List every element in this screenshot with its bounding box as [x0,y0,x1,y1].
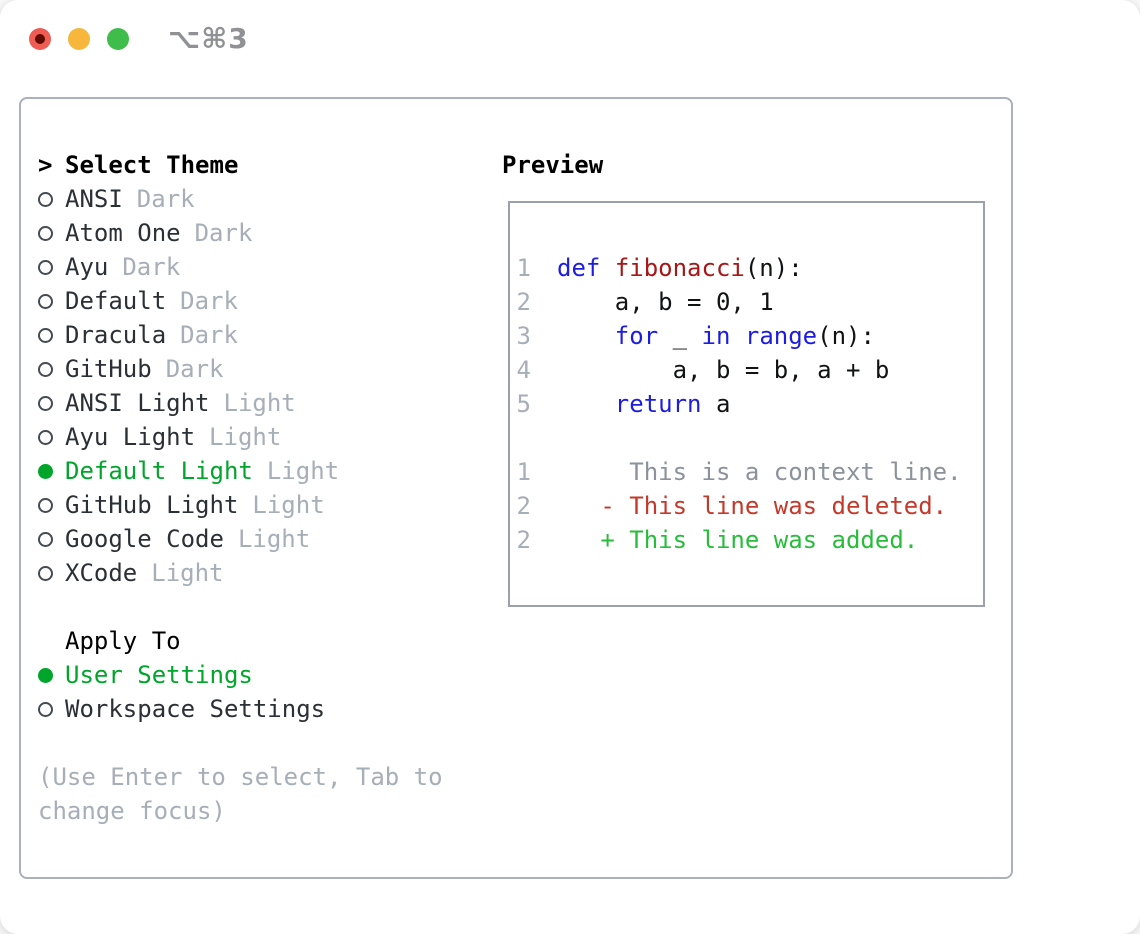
theme-item-default-light[interactable]: Default Light Light [38,454,443,488]
radio-unselected-icon [38,293,53,309]
radio-unselected-icon [38,191,53,207]
apply-option-workspace-settings[interactable]: Workspace Settings [38,692,443,726]
radio-unselected-icon [38,429,53,445]
spacer [38,590,443,624]
close-button[interactable] [29,28,51,50]
minimize-button[interactable] [68,28,90,50]
line-number: 2 [516,492,531,520]
radio-unselected-icon [38,327,53,343]
theme-variant-badge: Light [209,423,282,451]
blank-line [516,557,983,591]
radio-unselected-icon [38,259,53,275]
zoom-button[interactable] [107,28,129,50]
line-number: 3 [516,322,531,350]
theme-item-label: ANSI Light [65,389,210,417]
titlebar: ⌥⌘3 [0,0,1140,78]
theme-item-label: Ayu Light [65,423,196,451]
theme-item-label: Default [65,287,167,315]
diff-line-deleted: 2 - This line was deleted. [516,489,983,523]
radio-selected-icon [38,463,53,479]
line-number: 1 [516,458,531,486]
theme-variant-badge: Dark [194,219,253,247]
theme-variant-badge: Dark [165,355,224,383]
theme-item-label: Dracula [65,321,167,349]
theme-item-label: GitHub Light [65,491,239,519]
code-line-3: 3 for _ in range(n): [516,319,983,353]
theme-item-ayu-light[interactable]: Ayu Light Light [38,420,443,454]
code-line-5: 5 return a [516,387,983,421]
blank-line [516,421,983,455]
radio-unselected-icon [38,565,53,581]
select-theme-header: > Select Theme [38,148,443,182]
radio-unselected-icon [38,701,53,717]
theme-variant-badge: Light [223,389,296,417]
diff-line-added: 2 + This line was added. [516,523,983,557]
diff-line-context: 1 This is a context line. [516,455,983,489]
apply-option-label: User Settings [65,661,253,689]
apply-option-user-settings[interactable]: User Settings [38,658,443,692]
spacer [38,726,443,760]
theme-item-label: Default Light [65,457,253,485]
theme-item-ayu[interactable]: Ayu Dark [38,250,443,284]
radio-unselected-icon [38,361,53,377]
theme-item-ansi-light[interactable]: ANSI Light Light [38,386,443,420]
theme-item-label: GitHub [65,355,152,383]
theme-item-label: XCode [65,559,138,587]
cursor-arrow-icon: > [38,151,53,179]
theme-item-atom-one[interactable]: Atom One Dark [38,216,443,250]
theme-item-label: Google Code [65,525,224,553]
theme-item-ansi[interactable]: ANSI Dark [38,182,443,216]
preview-heading: Preview [502,151,604,179]
theme-variant-badge: Light [237,525,311,553]
theme-item-dracula[interactable]: Dracula Dark [38,318,443,352]
window-title: ⌥⌘3 [168,22,249,55]
theme-variant-badge: Dark [180,321,238,349]
theme-item-github-light[interactable]: GitHub Light Light [38,488,443,522]
theme-item-github[interactable]: GitHub Dark [38,352,443,386]
theme-variant-badge: Light [151,559,224,587]
radio-unselected-icon [38,395,53,411]
theme-variant-badge: Dark [180,287,238,315]
apply-to-header: Apply To [38,624,443,658]
footer-hint-line2: change focus) [38,797,226,825]
line-number: 5 [516,390,531,418]
radio-unselected-icon [38,531,53,547]
theme-variant-badge: Light [266,457,340,485]
theme-item-google-code[interactable]: Google Code Light [38,522,443,556]
record-dot-icon [35,34,45,44]
theme-variant-badge: Light [252,491,325,519]
blank-line [516,217,983,251]
theme-item-xcode[interactable]: XCode Light [38,556,443,590]
radio-selected-icon [38,667,53,683]
line-number: 4 [516,356,531,384]
apply-to-title: Apply To [65,627,181,655]
theme-item-default[interactable]: Default Dark [38,284,443,318]
apply-option-label: Workspace Settings [65,695,326,723]
theme-item-label: Atom One [65,219,181,247]
theme-variant-badge: Dark [136,185,195,213]
theme-item-label: Ayu [65,253,109,281]
theme-variant-badge: Dark [122,253,181,281]
line-number: 2 [516,526,531,554]
line-number: 1 [516,254,531,282]
footer-hint-line1: (Use Enter to select, Tab to [38,763,443,791]
select-theme-title: Select Theme [65,151,239,179]
theme-item-label: ANSI [65,185,123,213]
code-line-4: 4 a, b = b, a + b [516,353,983,387]
radio-unselected-icon [38,225,53,241]
code-line-2: 2 a, b = 0, 1 [516,285,983,319]
radio-unselected-icon [38,497,53,513]
line-number: 2 [516,288,531,316]
